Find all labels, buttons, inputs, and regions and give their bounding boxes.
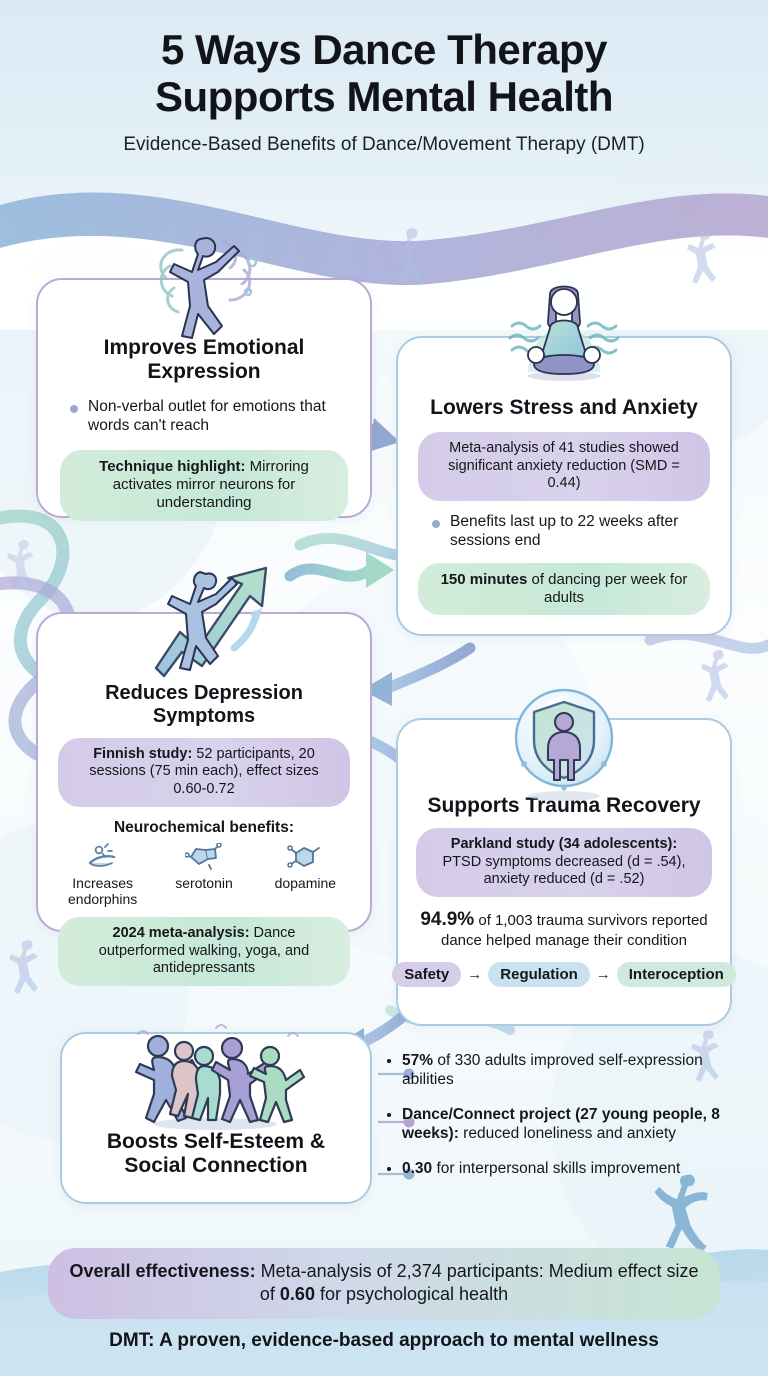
hand-sparkle-icon bbox=[53, 842, 153, 873]
side-stat-value: Dance/Connect project (27 young people, … bbox=[402, 1106, 720, 1142]
card1-technique-highlight: Technique highlight: Mirroring activates… bbox=[60, 449, 348, 521]
card2-dosage-text: of dancing per week for adults bbox=[527, 570, 688, 607]
neuro-item-endorphins: Increases endorphins bbox=[53, 842, 153, 907]
card4-survivor-stat: 94.9% of 1,003 trauma survivors reported… bbox=[410, 909, 718, 950]
card4-stat-text: of 1,003 trauma survivors reported dance… bbox=[440, 912, 708, 949]
card3-study-text: 52 participants, 20 sessions (75 min eac… bbox=[89, 745, 319, 797]
dancer-silhouette-bottom bbox=[654, 1174, 708, 1253]
card2-title: Lowers Stress and Anxiety bbox=[430, 396, 698, 419]
dancer-upward-arrow-icon bbox=[154, 566, 268, 678]
card5-title: Boosts Self-Esteem & Social Connection bbox=[106, 1130, 326, 1177]
neuro-label: dopamine bbox=[274, 874, 337, 891]
dancer-swirl-icon bbox=[159, 237, 258, 339]
header: 5 Ways Dance Therapy Supports Mental Hea… bbox=[0, 0, 768, 200]
neuro-item-dopamine: dopamine bbox=[255, 843, 355, 891]
card3-meta-text: Dance outperformed walking, yoga, and an… bbox=[98, 924, 310, 977]
footer-effect-size: 0.60 bbox=[279, 1284, 315, 1305]
card-reduces-depression-symptoms: Reduces Depression Symptoms Finnish stud… bbox=[36, 612, 372, 986]
shield-person-icon bbox=[514, 688, 614, 801]
meditation-icon bbox=[508, 285, 620, 381]
card3-study-label: Finnish study: bbox=[93, 745, 193, 762]
neuro-label: Increases endorphins bbox=[68, 874, 138, 907]
card3-finnish-study-pill: Finnish study: 52 participants, 20 sessi… bbox=[58, 737, 350, 807]
footer-tagline: DMT: A proven, evidence-based approach t… bbox=[109, 1330, 659, 1351]
neuro-label: serotonin bbox=[175, 874, 233, 891]
card3-neuro-heading: Neurochemical benefits: bbox=[113, 818, 295, 836]
chain-arrow-icon: → bbox=[467, 965, 483, 983]
card4-parkland-study-pill: Parkland study (34 adolescents): PTSD sy… bbox=[416, 827, 712, 897]
card1-highlight-label: Technique highlight: bbox=[99, 457, 246, 475]
card2-bullet-list: Benefits last up to 22 weeks after sessi… bbox=[428, 513, 708, 551]
footer-end-text: for psychological health bbox=[314, 1284, 509, 1305]
list-item: 0.30 for interpersonal skills improvemen… bbox=[402, 1160, 750, 1179]
card4-study-label: Parkland study (34 adolescents): bbox=[450, 835, 678, 852]
card-supports-trauma-recovery: Supports Trauma Recovery Parkland study … bbox=[392, 718, 736, 1026]
card3-neuro-row: Increases endorphins serotonin dopamine bbox=[52, 841, 356, 907]
card2-meta-analysis-pill: Meta-analysis of 41 studies showed signi… bbox=[418, 431, 710, 501]
side-stat-value: 57% bbox=[402, 1052, 434, 1069]
card4-stat-value: 94.9% bbox=[420, 909, 475, 930]
neuro-item-serotonin: serotonin bbox=[154, 841, 254, 891]
overall-effectiveness-banner: Overall effectiveness: Meta-analysis of … bbox=[48, 1248, 720, 1319]
list-item: Non-verbal outlet for emotions that word… bbox=[66, 398, 340, 436]
side-stat-value: 0.30 bbox=[402, 1160, 433, 1178]
card2-dosage-value: 150 minutes bbox=[440, 570, 528, 588]
card3-title: Reduces Depression Symptoms bbox=[105, 682, 303, 727]
card4-study-text: PTSD symptoms decreased (d = .54), anxie… bbox=[442, 853, 686, 888]
self-esteem-stat-list: 57% of 330 adults improved self-expressi… bbox=[402, 1052, 750, 1196]
page-title: 5 Ways Dance Therapy Supports Mental Hea… bbox=[0, 0, 768, 120]
card3-meta-label: 2024 meta-analysis: bbox=[112, 924, 250, 941]
chip-interoception: Interoception bbox=[616, 961, 736, 987]
title-line-1: 5 Ways Dance Therapy bbox=[161, 26, 607, 73]
list-item: Dance/Connect project (27 young people, … bbox=[402, 1106, 750, 1143]
card3-meta-analysis-pill: 2024 meta-analysis: Dance outperformed w… bbox=[58, 916, 350, 986]
group-dancers-icon bbox=[134, 1024, 306, 1130]
card-lowers-stress-and-anxiety: Lowers Stress and Anxiety Meta-analysis … bbox=[396, 336, 732, 636]
card4-title: Supports Trauma Recovery bbox=[427, 794, 701, 817]
card4-process-chain: Safety → Regulation → Interoception bbox=[392, 961, 736, 987]
footer-label: Overall effectiveness: bbox=[69, 1261, 256, 1281]
card1-title: Improves Emotional Expression bbox=[103, 336, 305, 383]
footer-mid-text: Meta-analysis of 2,374 participants: Med… bbox=[255, 1261, 699, 1305]
card2-dosage-pill: 150 minutes of dancing per week for adul… bbox=[418, 562, 710, 616]
dopamine-molecule-icon bbox=[255, 843, 355, 873]
chip-regulation: Regulation bbox=[488, 961, 590, 987]
chain-arrow-icon: → bbox=[595, 965, 611, 983]
list-item: 57% of 330 adults improved self-expressi… bbox=[402, 1052, 750, 1089]
title-line-2: Supports Mental Health bbox=[154, 73, 614, 121]
card1-bullet-list: Non-verbal outlet for emotions that word… bbox=[66, 398, 340, 436]
card1-highlight-text: Mirroring activates mirror neurons for u… bbox=[112, 457, 309, 512]
page-subtitle: Evidence-Based Benefits of Dance/Movemen… bbox=[123, 134, 645, 156]
list-item: Benefits last up to 22 weeks after sessi… bbox=[428, 513, 708, 551]
chip-safety: Safety bbox=[392, 961, 462, 987]
serotonin-molecule-icon bbox=[154, 841, 254, 873]
side-stat-text: of 330 adults improved self-expression a… bbox=[402, 1052, 703, 1088]
side-stat-text: reduced loneliness and anxiety bbox=[458, 1124, 677, 1142]
side-stat-text: for interpersonal skills improvement bbox=[432, 1160, 681, 1178]
